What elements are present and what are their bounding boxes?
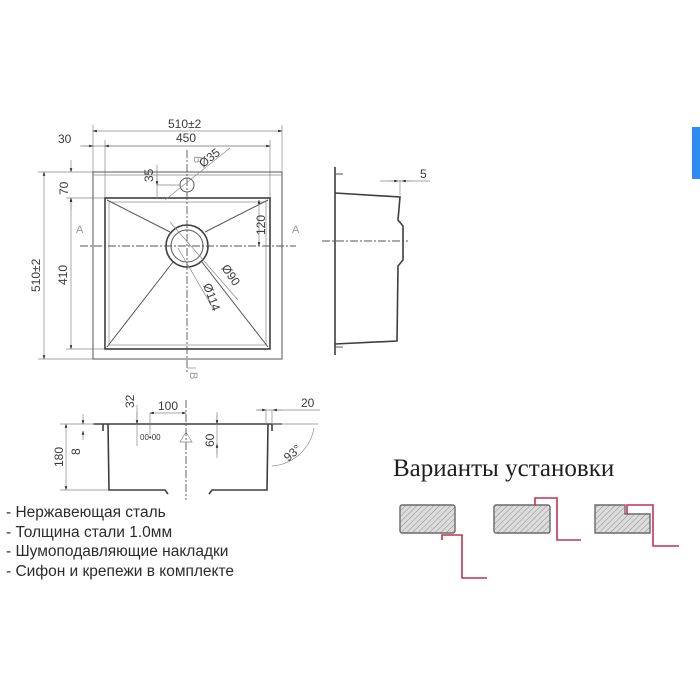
dim-wall-angle: 93° — [281, 442, 304, 465]
feature-item: - Нержавеющая сталь — [6, 504, 166, 521]
section-a-left: A — [76, 224, 84, 236]
section-a-right: A — [292, 224, 300, 236]
installation-variant-flush — [594, 504, 679, 547]
dim-rim-height: 8 — [69, 448, 83, 455]
dim-drain-offset: 120 — [254, 215, 268, 235]
dim-rim-offset: 5 — [420, 167, 427, 181]
installation-variant-overmount — [493, 497, 581, 541]
feature-item: - Толщина стали 1.0мм — [6, 523, 173, 541]
accent-bar — [692, 127, 700, 179]
dim-overflow-height: 60 — [203, 433, 217, 447]
dim-rear-margin: 70 — [57, 181, 71, 195]
dim-section-depth: 180 — [52, 447, 66, 467]
top-view: 510±2 450 30 510±2 410 70 — [29, 117, 300, 379]
dim-bowl-depth: 410 — [56, 265, 70, 285]
installation-variant-undermount — [399, 504, 487, 579]
side-view: 5 — [322, 167, 430, 355]
dim-side-margin: 30 — [58, 132, 72, 146]
dim-overall-width: 510±2 — [168, 117, 202, 131]
section-b-bottom: B — [187, 372, 199, 379]
overflow-mark: 00•00 — [140, 433, 161, 442]
features-list: - Нержавеющая сталь - Толщина стали 1.0м… — [6, 503, 234, 581]
feature-item: - Шумоподавляющие накладки — [6, 543, 229, 560]
dim-tap-offset: 35 — [142, 168, 156, 182]
dim-overflow-distance: 100 — [158, 399, 178, 413]
dim-drain-outer: Ø114 — [200, 281, 223, 313]
feature-item: - Сифон и крепежи в комплекте — [6, 562, 235, 580]
dim-drain-inner: Ø90 — [219, 262, 244, 289]
dim-flange-width: 20 — [301, 396, 315, 410]
dim-tap-diameter: Ø35 — [196, 145, 223, 170]
dim-overflow-offset: 32 — [123, 394, 137, 408]
dim-overall-depth: 510±2 — [29, 258, 43, 292]
section-b-top: B — [191, 156, 203, 163]
dim-bowl-width: 450 — [176, 131, 196, 145]
section-view: 180 8 32 00•00 100 60 20 93° — [52, 394, 320, 500]
installation-title: Варианты установки — [393, 455, 615, 482]
